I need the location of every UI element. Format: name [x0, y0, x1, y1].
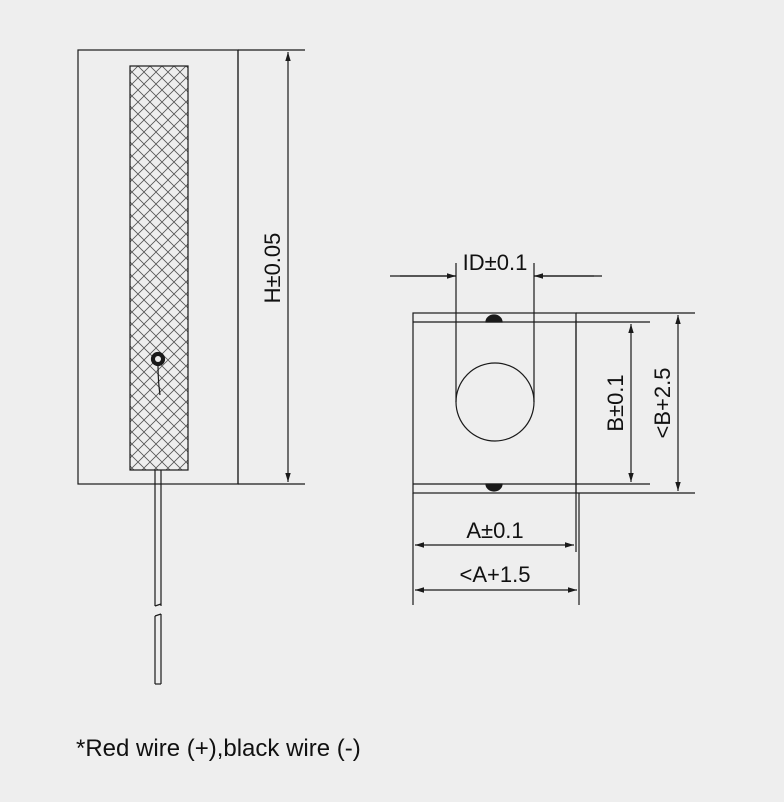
a-dimension-label: A±0.1 [466, 518, 523, 543]
top-view [390, 263, 695, 605]
b-dimension-label: B±0.1 [603, 374, 628, 431]
height-dimension-label: H±0.05 [260, 233, 285, 304]
wire-bend [157, 365, 161, 396]
center-hole [455, 362, 535, 442]
top-view-plate [412, 312, 577, 494]
wire-exit-dot-top [485, 314, 503, 323]
side-view [77, 49, 305, 685]
wire-color-note: *Red wire (+),black wire (-) [76, 735, 361, 762]
id-dimension-label: ID±0.1 [463, 250, 528, 275]
lead-wire [150, 351, 166, 685]
a-outer-dimension-label: <A+1.5 [460, 562, 531, 587]
heating-element-hatched [129, 65, 189, 471]
b-outer-dimension-label: <B+2.5 [650, 368, 675, 439]
wire-exit-dot-bottom [485, 483, 503, 492]
